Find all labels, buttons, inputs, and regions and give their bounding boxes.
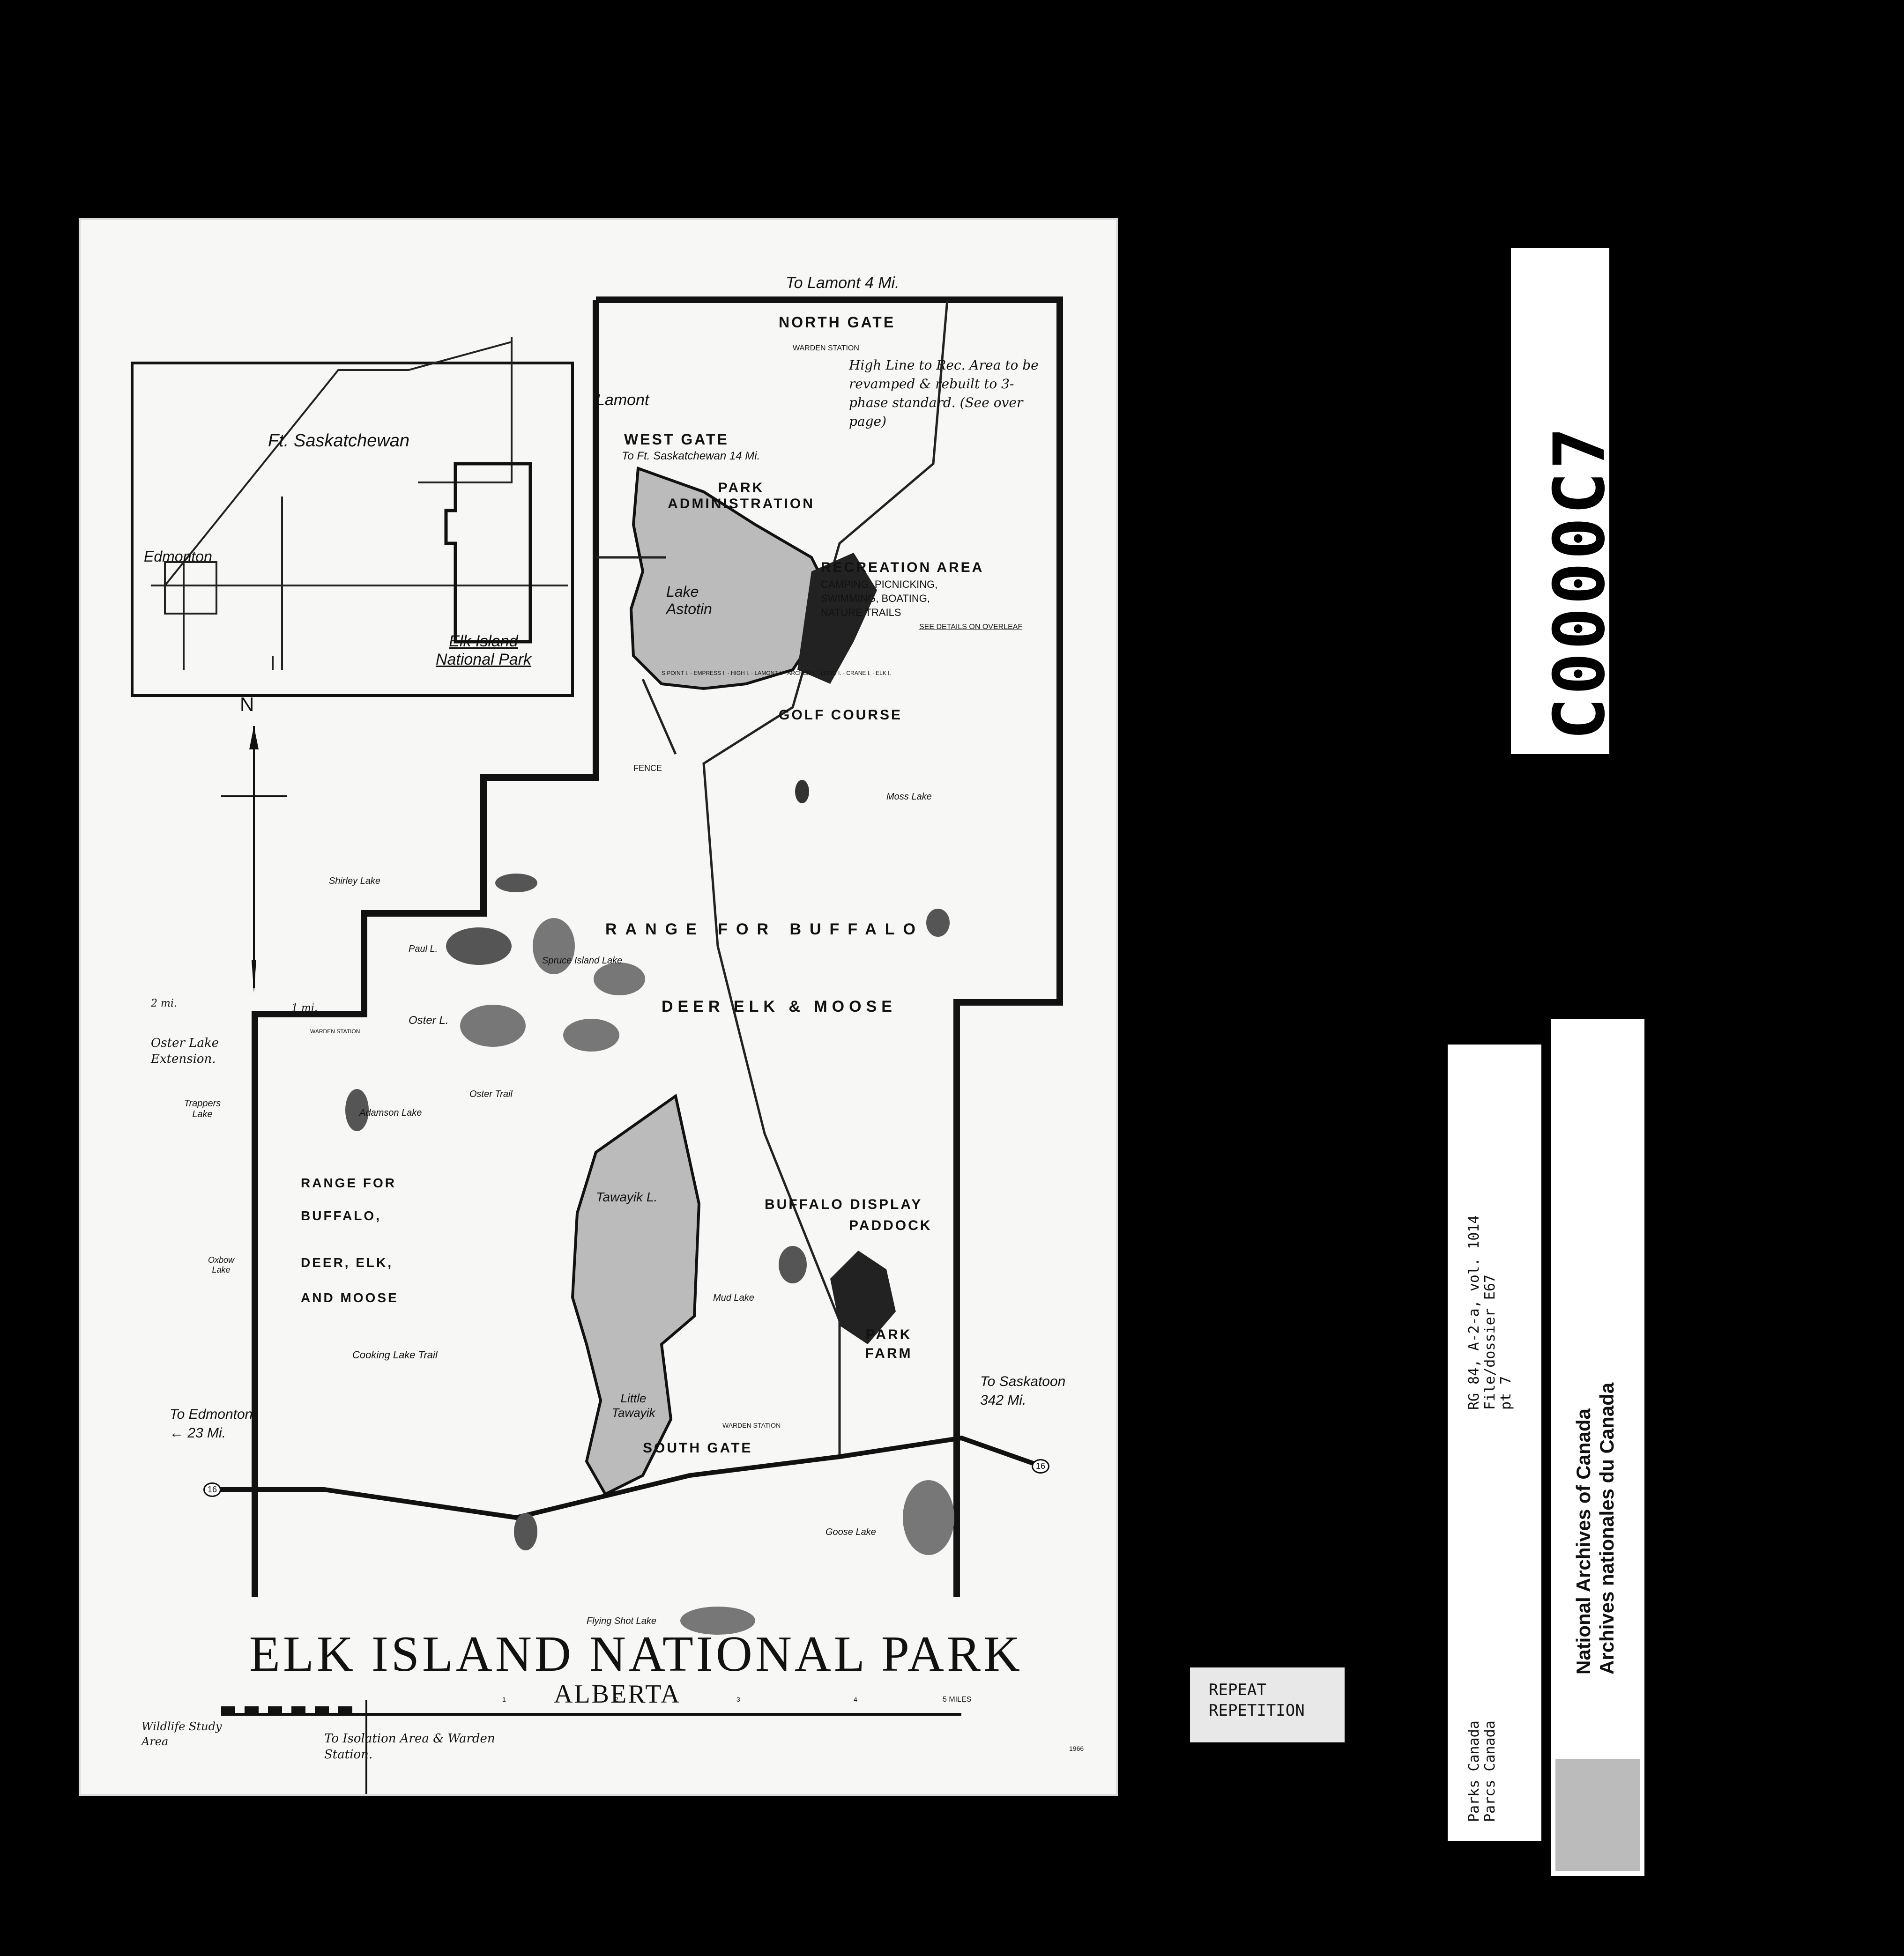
range-west-line2: BUFFALO, xyxy=(301,1208,381,1223)
range-west-line1: RANGE FOR xyxy=(301,1176,396,1190)
recreation-area-label: RECREATION AREA xyxy=(821,560,984,575)
inset-park-label: Elk Island National Park xyxy=(435,632,532,668)
range-west-line4: AND MOOSE xyxy=(301,1290,399,1305)
national-archives-label: National Archives of Canada Archives nat… xyxy=(1572,1383,1619,1674)
to-lamont-label: To Lamont 4 Mi. xyxy=(786,274,900,292)
golf-course-label: GOLF COURSE xyxy=(779,707,903,723)
fence-label: FENCE xyxy=(633,763,662,773)
tawayik-lake-label: Tawayik L. xyxy=(596,1190,658,1204)
map-sheet: Lamont Ft. Saskatchewan Edmonton Elk Isl… xyxy=(81,220,1116,1794)
archive-strip-shade xyxy=(1555,1759,1640,1871)
nac-en: National Archives of Canada xyxy=(1572,1408,1594,1674)
hwy16-shield-east: 16 xyxy=(1032,1459,1050,1474)
west-gate-label: WEST GATE xyxy=(624,431,729,448)
north-gate-label: NORTH GATE xyxy=(779,314,896,331)
recreation-details-2: SWIMMING, BOATING, xyxy=(821,593,930,604)
paddock-label: PADDOCK xyxy=(849,1218,932,1233)
inset-ft-saskatchewan-label: Ft. Saskatchewan xyxy=(268,431,410,451)
west-warden-station-label: WARDEN STATION xyxy=(310,1028,360,1035)
archive-reference: RG 84, A-2-a, vol. 1014 File/dossier E67… xyxy=(1466,1215,1514,1410)
tawayik-lake xyxy=(571,1093,701,1496)
parks-canada-label: Parks Canada Parcs Canada xyxy=(1466,1720,1498,1822)
reference-line-3: pt 7 xyxy=(1498,1376,1514,1410)
adamson-lake-label: Adamson Lake xyxy=(359,1108,422,1118)
inset-frame xyxy=(131,362,574,697)
map-subtitle: ALBERTA xyxy=(554,1680,681,1709)
mud-lake-label: Mud Lake xyxy=(713,1293,754,1303)
north-label: N xyxy=(240,693,254,715)
recreation-details-3: NATURE TRAILS xyxy=(821,607,901,618)
reference-line-1: RG 84, A-2-a, vol. 1014 xyxy=(1466,1215,1482,1410)
recreation-details-1: CAMPING, PICNICKING, xyxy=(821,578,938,590)
south-gate-label: SOUTH GATE xyxy=(643,1440,753,1456)
wildlife-study-label: Wildlife Study Area xyxy=(141,1720,222,1748)
oster-lake-extension-label: Oster Lake Extension. xyxy=(151,1036,219,1066)
goose-lake-label: Goose Lake xyxy=(826,1527,876,1537)
island-labels: S POINT I. · EMPRESS I. · HIGH I. · LAMO… xyxy=(662,670,891,676)
map-year: 1966 xyxy=(1069,1745,1084,1752)
range-north-line1: RANGE FOR BUFFALO xyxy=(605,920,924,938)
repeat-label: REPEAT REPETITION xyxy=(1190,1667,1345,1742)
hwy16-shield-west: 16 xyxy=(203,1482,222,1497)
shirley-lake-label: Shirley Lake xyxy=(329,876,381,886)
parks-en: Parks Canada xyxy=(1466,1720,1482,1822)
reel-code: C0000C7 xyxy=(1539,424,1621,740)
park-farm-label: PARK FARM xyxy=(865,1327,913,1361)
paul-lake-label: Paul L. xyxy=(409,944,438,954)
parks-fr: Parcs Canada xyxy=(1482,1720,1498,1822)
park-administration-label: PARK ADMINISTRATION xyxy=(668,480,815,511)
to-saskatoon-label: To Saskatoon 342 Mi. xyxy=(980,1374,1066,1408)
scale-tick-2: 2 xyxy=(615,1696,618,1703)
reference-strip: RG 84, A-2-a, vol. 1014 File/dossier E67… xyxy=(1448,1045,1541,1841)
flying-shot-lake-label: Flying Shot Lake xyxy=(587,1616,656,1626)
moss-lake-label: Moss Lake xyxy=(886,792,932,802)
little-tawayik-label: Little Tawayik xyxy=(611,1391,655,1420)
to-edmonton-label: To Edmonton ← 23 Mi. xyxy=(170,1407,253,1441)
north-warden-station-label: WARDEN STATION xyxy=(793,344,859,352)
see-details-label: SEE DETAILS ON OVERLEAF xyxy=(919,623,1023,631)
trappers-lake-label: Trappers Lake xyxy=(184,1098,221,1119)
south-warden-station-label: WARDEN STATION xyxy=(722,1422,781,1429)
oxbow-lake-label: Oxbow Lake xyxy=(208,1255,235,1274)
cooking-lake-trail-label: Cooking Lake Trail xyxy=(352,1349,438,1361)
reference-line-2: File/dossier E67 xyxy=(1482,1274,1498,1410)
isolation-area-label: To Isolation Area & Warden Station. xyxy=(324,1732,495,1762)
oster-lake-label: Oster L. xyxy=(409,1014,449,1027)
scale-tick-4: 4 xyxy=(854,1696,857,1703)
inset-edmonton-label: Edmonton xyxy=(144,548,212,565)
lake-astotin-label: Lake Astotin xyxy=(666,583,712,617)
high-line-note: High Line to Rec. Area to be revamped & … xyxy=(849,357,1039,429)
lake-astotin xyxy=(629,466,832,690)
scale-miles-label: 5 MILES xyxy=(943,1696,972,1704)
spruce-island-lake-label: Spruce Island Lake xyxy=(542,956,623,966)
repeat-text-1: REPEAT xyxy=(1209,1681,1266,1699)
range-west-line3: DEER, ELK, xyxy=(301,1255,394,1270)
inset-lamont-label: Lamont xyxy=(596,391,649,409)
nac-fr: Archives nationales du Canada xyxy=(1596,1382,1618,1674)
buffalo-display-label: BUFFALO DISPLAY xyxy=(765,1197,923,1212)
to-ft-saskatchewan-label: To Ft. Saskatchewan 14 Mi. xyxy=(622,450,760,462)
one-mile-label: 1 mi. xyxy=(291,1002,318,1014)
oster-trail-label: Oster Trail xyxy=(469,1089,513,1099)
national-archives-strip: National Archives of Canada Archives nat… xyxy=(1551,1019,1644,1876)
map-title: ELK ISLAND NATIONAL PARK xyxy=(249,1626,1023,1682)
park-boundary xyxy=(252,296,1063,1597)
reel-code-strip: C0000C7 xyxy=(1511,248,1621,754)
range-north-line2: DEER ELK & MOOSE xyxy=(662,998,897,1015)
park-map-graphic xyxy=(131,296,1063,1794)
scale-tick-3: 3 xyxy=(736,1696,740,1703)
highway-16 xyxy=(207,1435,1042,1520)
two-mile-label: 2 mi. xyxy=(151,998,177,1009)
repeat-text-2: REPETITION xyxy=(1209,1701,1305,1720)
scale-tick-1: 1 xyxy=(502,1696,506,1703)
